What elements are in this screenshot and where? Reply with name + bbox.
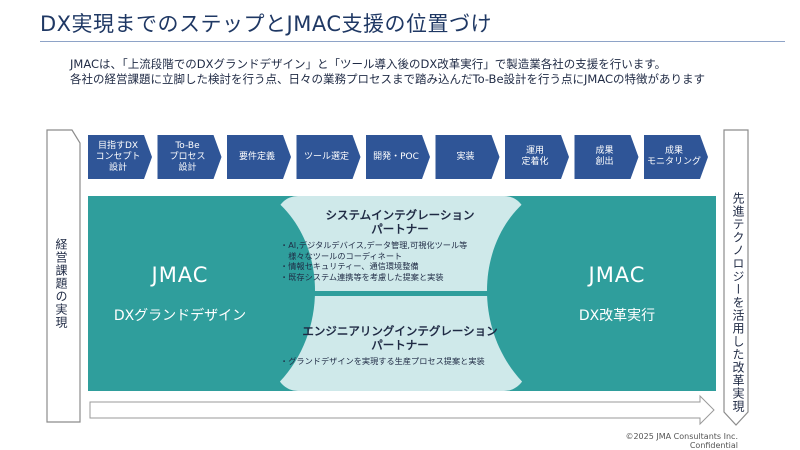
right-wave: [487, 196, 542, 391]
step-label: 要件定義: [238, 151, 275, 162]
step-label: 実装: [456, 151, 475, 162]
confidential-label: Confidential: [689, 441, 738, 450]
step-label: 成果 創出: [595, 146, 614, 167]
engineering-integration-partner: エンジニアリングインテグレーション パートナー ・グランドデザインを実現する生産…: [280, 324, 520, 367]
page-title: DX実現までのステップとJMAC支援の位置づけ: [40, 12, 493, 36]
intro-line-2: 各社の経営課題に立脚した検討を行う点、日々の業務プロセスまで踏み込んだTo-Be…: [70, 72, 706, 86]
left-label: 経営課題の実現: [54, 238, 68, 329]
footer: ©2025 JMA Consultants Inc. Confidential: [625, 432, 738, 450]
intro-line-1: JMACは、「上流段階でのDXグランドデザイン」と「ツール導入後のDX改革実行」…: [70, 57, 667, 71]
step-chevron: [505, 135, 569, 179]
system-partner-bullet: 様々なツールのコーディネート: [280, 250, 403, 261]
jmac-right-subtitle: DX改革実行: [578, 308, 656, 324]
jmac-dx-reform: JMAC DX改革実行: [517, 263, 717, 325]
system-partner-title: システムインテグレーション パートナー: [325, 208, 475, 236]
engineering-partner-bullet: ・グランドデザインを実現する生産プロセス提案と実装: [280, 356, 485, 366]
system-integration-partner: システムインテグレーション パートナー ・AI,デジタルデバイス,データ管理,可…: [280, 208, 520, 282]
copyright: ©2025 JMA Consultants Inc.: [625, 432, 738, 441]
step-chevron: [574, 135, 639, 179]
jmac-right-title: JMAC: [588, 263, 646, 287]
step-chevron: [296, 135, 361, 179]
title-divider: [40, 41, 785, 42]
left-vertical-arrow: [46, 129, 81, 423]
system-partner-bullet: ・既存システム連携等を考慮した提案と実装: [280, 271, 444, 282]
center-light-bottom: [276, 296, 526, 391]
step-label: 開発・POC: [373, 151, 419, 162]
bottom-progress-arrow: [89, 394, 715, 426]
step-chevron: [157, 135, 222, 179]
step-label: 成果 モニタリング: [646, 146, 701, 167]
jmac-left-title: JMAC: [151, 263, 209, 287]
intro-text: JMACは、「上流段階でのDXグランドデザイン」と「ツール導入後のDX改革実行」…: [70, 57, 770, 87]
system-partner-bullet: ・情報セキュリティー、通信環境整備: [280, 261, 419, 271]
step-chevron: [88, 135, 152, 179]
step-label: 目指すDX コンセプト 設計: [95, 140, 141, 173]
right-vertical-arrow: [723, 129, 749, 426]
jmac-grand-design: JMAC DXグランドデザイン: [80, 263, 280, 325]
left-wave: [260, 196, 315, 391]
step-chevron: [435, 135, 500, 179]
step-label: ツール選定: [303, 151, 349, 162]
step-chevron: [227, 135, 291, 179]
engineering-partner-title: エンジニアリングインテグレーション パートナー: [302, 324, 498, 352]
center-light-top: [276, 196, 526, 291]
jmac-left-subtitle: DXグランドデザイン: [113, 308, 247, 324]
step-label: 運用 定着化: [521, 146, 549, 167]
step-chevron: [366, 135, 430, 179]
step-label: To-Be プロセス 設計: [169, 140, 206, 173]
system-partner-bullet: ・AI,デジタルデバイス,データ管理,可視化ツール等: [280, 240, 468, 250]
right-label: 先進テクノロジーを活用した改革実現: [731, 192, 745, 413]
step-chevron: [644, 135, 708, 179]
